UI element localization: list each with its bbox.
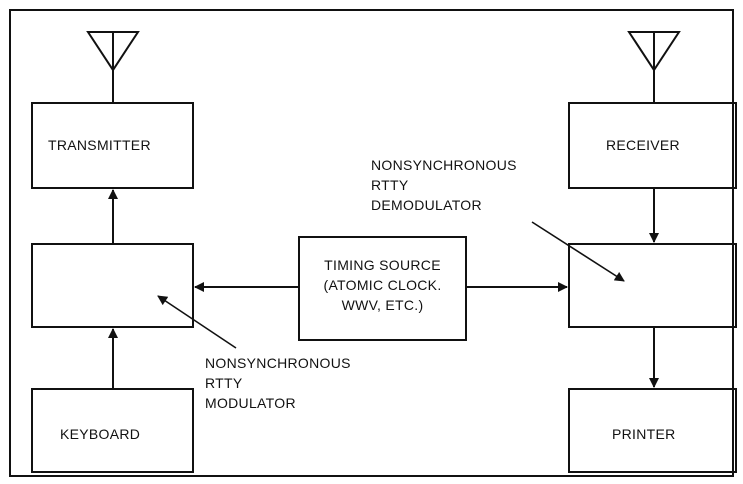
modulator-annotation-line2: RTTY xyxy=(205,375,243,391)
timing-source-label: TIMING SOURCE (ATOMIC CLOCK. WWV, ETC.) xyxy=(299,255,466,315)
timing-source-block xyxy=(298,236,467,341)
demodulator-pointer-arrow xyxy=(531,221,625,282)
printer-label: PRINTER xyxy=(612,426,676,442)
timing-source-line3: WWV, ETC.) xyxy=(341,297,424,313)
demodulator-annotation: NONSYNCHRONOUS RTTY DEMODULATOR xyxy=(371,155,517,215)
receiver-block xyxy=(568,102,737,189)
demodulator-block xyxy=(568,243,737,328)
demodulator-annotation-line3: DEMODULATOR xyxy=(371,197,482,213)
modulator-annotation-line1: NONSYNCHRONOUS xyxy=(205,355,351,371)
timing-source-line1: TIMING SOURCE xyxy=(324,257,441,273)
modulator-annotation-line3: MODULATOR xyxy=(205,395,296,411)
timing-source-line2: (ATOMIC CLOCK. xyxy=(323,277,442,293)
printer-block xyxy=(568,388,737,473)
transmitter-label: TRANSMITTER xyxy=(48,137,151,153)
modulator-annotation: NONSYNCHRONOUS RTTY MODULATOR xyxy=(205,353,351,413)
demodulator-annotation-line1: NONSYNCHRONOUS xyxy=(371,157,517,173)
transmit-antenna-icon xyxy=(86,31,140,103)
keyboard-label: KEYBOARD xyxy=(60,426,141,442)
transmitter-block xyxy=(31,102,194,189)
demodulator-annotation-line2: RTTY xyxy=(371,177,409,193)
receiver-label: RECEIVER xyxy=(606,137,680,153)
modulator-block xyxy=(31,243,194,328)
receive-antenna-icon xyxy=(627,31,681,103)
modulator-pointer-arrow xyxy=(157,295,237,349)
